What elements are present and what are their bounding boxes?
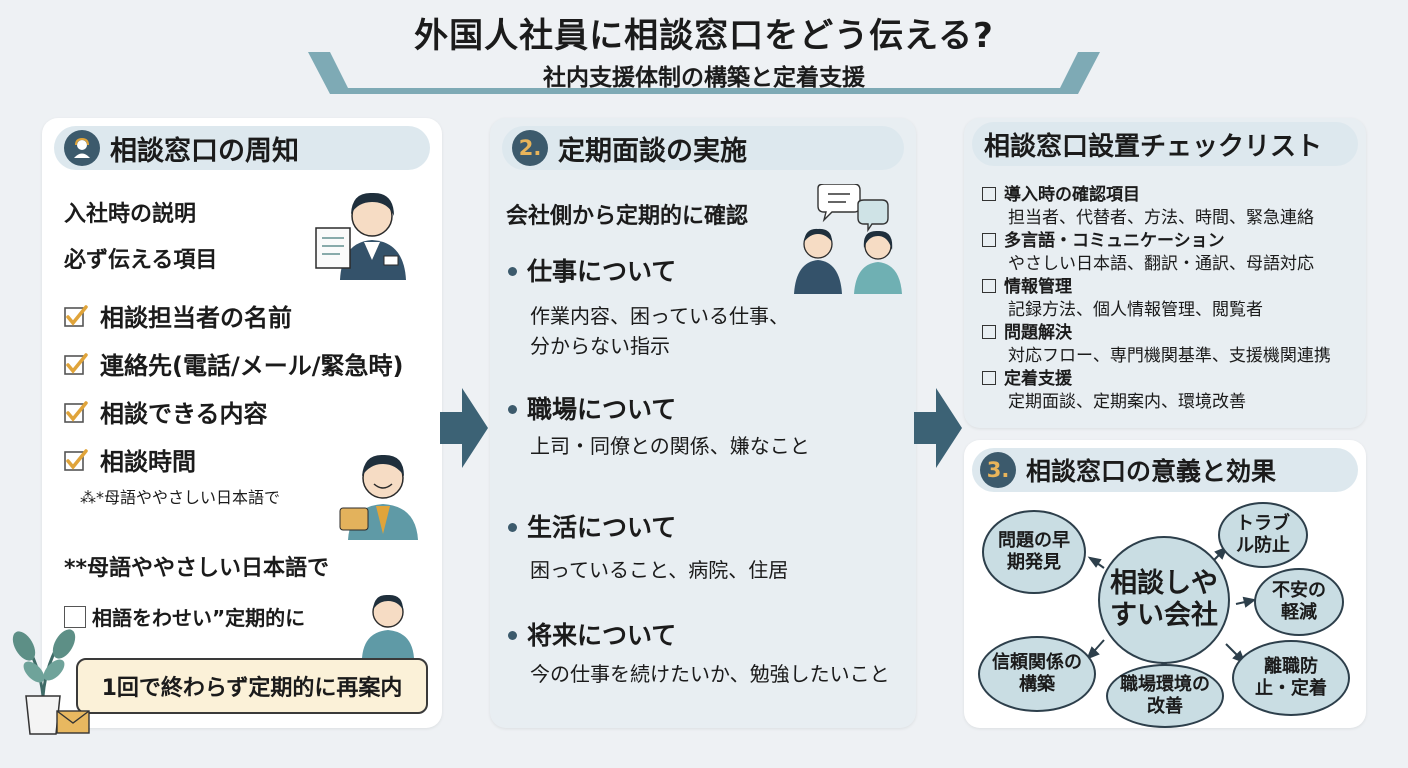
checkbox-checked-icon xyxy=(64,353,88,375)
panel-interview-header: 2. 定期面談の実施 xyxy=(502,126,904,170)
panel-effects: 3. 相談窓口の意義と効果 相談しやすい会社 問題の早期発見 トラブル防止 不安… xyxy=(964,440,1366,728)
topic-desc: 今の仕事を続けたいか、勉強したいこと xyxy=(530,662,890,686)
panel-checklist: 相談窓口設置チェックリスト 導入時の確認項目 担当者、代替者、方法、時間、緊急連… xyxy=(964,118,1366,428)
panel-awareness: 相談窓口の周知 入社時の説明 必ず伝える項目 相談担当者の名前 連絡先(電話/メ… xyxy=(42,118,442,728)
effect-bubble: 職場環境の改善 xyxy=(1106,664,1224,728)
checkbox-icon xyxy=(982,325,996,339)
checkbox-icon xyxy=(64,606,86,628)
bullet-icon xyxy=(508,267,517,276)
topic-desc: 上司・同僚との関係、嫌なこと xyxy=(530,434,810,458)
staff-folder-illustration xyxy=(339,454,418,540)
bullet-icon xyxy=(508,405,517,414)
checklist-item: 相談時間 xyxy=(64,442,196,477)
topic-title: 将来について xyxy=(508,616,676,652)
flow-arrow-icon xyxy=(440,388,488,468)
note-large: **母語ややさしい日本語で xyxy=(64,556,330,581)
checkbox-icon xyxy=(982,371,996,385)
checklist-item: 連絡先(電話/メール/緊急時) xyxy=(64,346,403,381)
topic-title: 仕事について xyxy=(508,252,676,288)
intro-line: 入社時の説明 xyxy=(64,202,197,227)
panel-awareness-title: 相談窓口の周知 xyxy=(110,135,299,167)
checklist-section: 導入時の確認項目 担当者、代替者、方法、時間、緊急連絡 多言語・コミュニケーショ… xyxy=(982,184,1331,414)
effect-bubble: 不安の軽減 xyxy=(1254,568,1344,636)
topic-title: 生活について xyxy=(508,508,676,544)
interview-lead: 会社側から定期的に確認 xyxy=(506,204,749,229)
checkbox-checked-icon xyxy=(64,449,88,471)
page-title: 外国人社員に相談窓口をどう伝える? xyxy=(414,16,994,56)
reminder-box: 1回で終わらず定期的に再案内 xyxy=(76,658,428,714)
checkbox-icon xyxy=(982,187,996,201)
title-banner xyxy=(308,52,1100,94)
topic-desc: 作業内容、困っている仕事、 xyxy=(530,304,789,328)
effect-bubble: 信頼関係の構築 xyxy=(978,636,1096,712)
checkbox-checked-icon xyxy=(64,305,88,327)
checklist-item: 相談できる内容 xyxy=(64,394,268,429)
effect-bubble: 問題の早期発見 xyxy=(982,510,1086,594)
panel-checklist-header: 相談窓口設置チェックリスト xyxy=(972,122,1358,166)
bullet-icon xyxy=(508,523,517,532)
page-subtitle: 社内支援体制の構築と定着支援 xyxy=(543,65,865,91)
panel-checklist-title: 相談窓口設置チェックリスト xyxy=(984,131,1323,162)
flow-arrow-icon xyxy=(914,388,962,468)
note-checkbox-line: 相語をわせい”定期的に xyxy=(64,602,305,631)
step-badge: 3. xyxy=(980,452,1016,488)
checkbox-icon xyxy=(982,233,996,247)
step-badge: 2. xyxy=(512,130,548,166)
effect-bubble: 離職防止・定着 xyxy=(1232,640,1350,716)
headset-icon xyxy=(64,130,100,166)
panel-interview-title: 定期面談の実施 xyxy=(558,135,747,167)
topic-desc: 分からない指示 xyxy=(530,334,670,358)
intro-line: 必ず伝える項目 xyxy=(64,248,218,273)
panel-effects-title: 相談窓口の意義と効果 xyxy=(1026,457,1277,486)
panel-interview: 2. 定期面談の実施 会社側から定期的に確認 仕事について 作業内容、困っている… xyxy=(490,118,916,728)
effect-bubble: トラブル防止 xyxy=(1218,502,1308,568)
topic-desc: 困っていること、病院、住居 xyxy=(530,558,789,582)
effect-bubble-center: 相談しやすい会社 xyxy=(1098,536,1230,664)
panel-awareness-header: 相談窓口の周知 xyxy=(54,126,430,170)
staff-illustration xyxy=(315,192,406,280)
checkbox-checked-icon xyxy=(64,401,88,423)
conversation-illustration xyxy=(794,184,902,294)
note-small: ⁂*母語ややさしい日本語で xyxy=(80,488,281,507)
checklist-item: 相談担当者の名前 xyxy=(64,298,292,333)
staff-small-illustration xyxy=(362,594,414,658)
plant-icon xyxy=(12,629,76,735)
topic-title: 職場について xyxy=(508,390,676,426)
bullet-icon xyxy=(508,631,517,640)
checkbox-icon xyxy=(982,279,996,293)
panel-effects-header: 3. 相談窓口の意義と効果 xyxy=(972,448,1358,492)
envelope-icon xyxy=(56,710,90,734)
